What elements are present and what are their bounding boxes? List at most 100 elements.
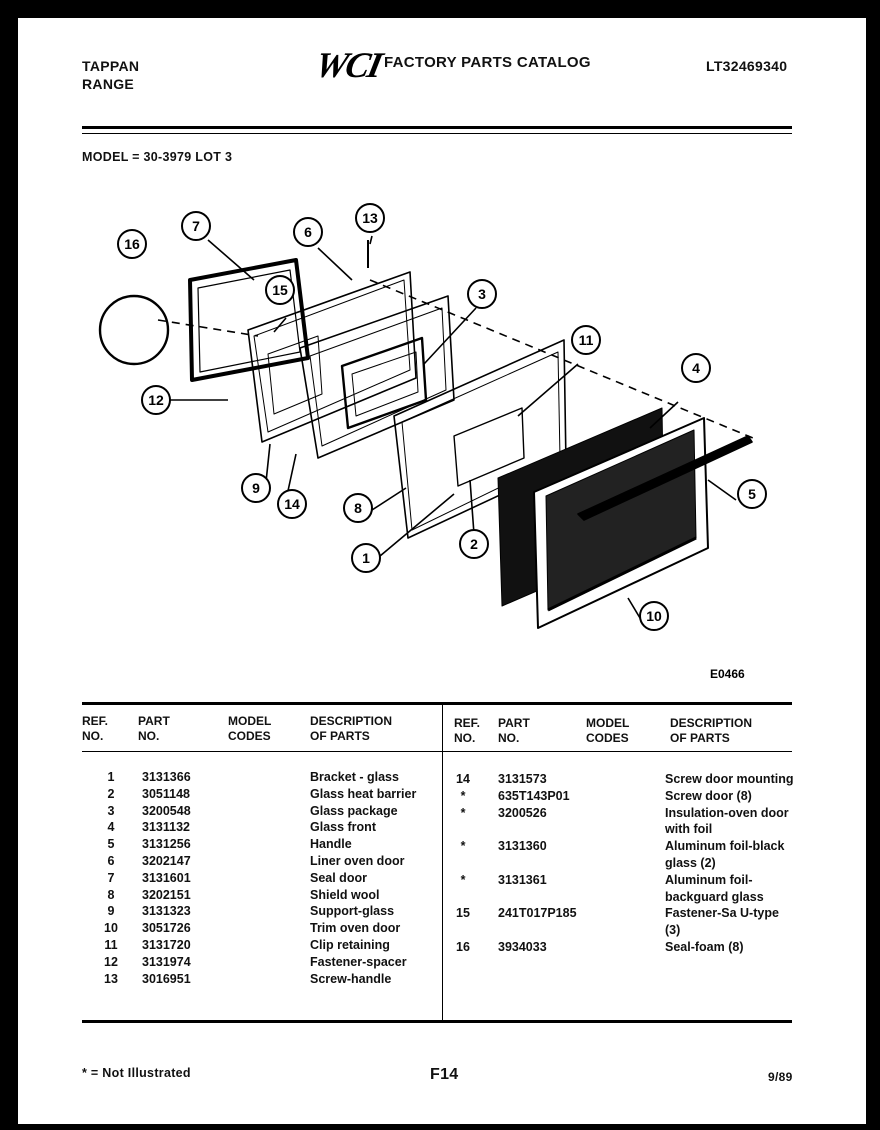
part-number: 3016951	[142, 971, 191, 986]
part-description: Insulation-oven door	[665, 805, 789, 820]
table-header-rule	[82, 751, 792, 752]
ref-number: 14	[456, 772, 470, 786]
ref-number: 12	[104, 954, 118, 969]
table-top-rule	[82, 702, 792, 705]
part-number: 3131256	[142, 837, 191, 852]
handle-part	[577, 435, 753, 521]
part-description: Seal-foam (8)	[665, 939, 744, 954]
callout-10-label: 10	[646, 608, 662, 624]
part-number: 3131573	[498, 772, 547, 786]
glass-package-part	[340, 336, 428, 430]
footnote: * = Not Illustrated	[82, 1066, 191, 1080]
callout-12-label: 12	[148, 392, 164, 408]
seal-foam-part	[98, 294, 170, 366]
left-ref-header: REF.NO.	[82, 714, 109, 743]
callout-5: 5	[737, 479, 767, 509]
callout-6-label: 6	[304, 224, 312, 240]
part-description: Aluminum foil-black	[665, 839, 785, 854]
part-description: Glass front	[310, 820, 376, 835]
callout-15-label: 15	[272, 282, 288, 298]
part-description: glass (2)	[665, 855, 716, 870]
part-number: 3200526	[498, 805, 547, 820]
callout-7-label: 7	[192, 218, 200, 234]
part-number: 3131323	[142, 904, 191, 919]
ref-number: 2	[107, 786, 115, 801]
assembly-line	[157, 279, 754, 439]
ref-number: 8	[107, 887, 115, 902]
part-description: (3)	[665, 923, 681, 938]
part-number: 3202147	[142, 853, 191, 868]
callout-12: 12	[141, 385, 171, 415]
callout-7: 7	[181, 211, 211, 241]
callout-8-label: 8	[354, 500, 362, 516]
exploded-door-diagram: 16 7 15 6 13 3 11 4 12 9 14 8 1 2 5 10 E…	[98, 203, 767, 681]
part-number: 241T017P185	[498, 906, 577, 921]
part-number: 3051148	[142, 786, 190, 801]
callout-11: 11	[571, 325, 601, 355]
part-description: Trim oven door	[310, 921, 401, 936]
part-number: 635T143P01	[498, 788, 570, 803]
ref-number: *	[460, 872, 466, 887]
table-divider	[442, 704, 443, 1022]
callout-13-label: 13	[362, 210, 378, 226]
callout-1: 1	[351, 543, 381, 573]
part-description: Bracket - glass	[310, 770, 399, 784]
callout-15: 15	[265, 275, 295, 305]
callout-16-label: 16	[124, 236, 140, 252]
part-number: 3934033	[498, 939, 547, 954]
ref-number: *	[460, 788, 466, 803]
diagram-code: E0466	[710, 667, 745, 681]
part-number: 3131361	[498, 872, 547, 887]
callout-4: 4	[681, 353, 711, 383]
part-number: 3200548	[142, 803, 191, 818]
callout-16: 16	[117, 229, 147, 259]
catalog-page: TAPPAN RANGE WCI FACTORY PARTS CATALOG L…	[18, 18, 866, 1124]
part-description: with foil	[665, 822, 713, 837]
callout-8: 8	[343, 493, 373, 523]
part-number: 3131720	[142, 937, 191, 952]
part-description: Seal door	[310, 870, 367, 885]
ref-number: 11	[104, 937, 118, 952]
catalog-number: LT32469340	[706, 58, 788, 74]
part-number: 3051726	[142, 921, 191, 936]
product-type: RANGE	[82, 76, 135, 92]
part-number: 3131601	[142, 870, 191, 885]
part-description: Fastener-Sa U-type	[665, 906, 779, 921]
ref-number: 13	[104, 971, 118, 986]
part-description: Clip retaining	[310, 937, 390, 952]
callout-2-label: 2	[470, 536, 478, 552]
ref-number: 15	[456, 906, 470, 921]
part-number: 3131360	[498, 839, 547, 854]
ref-number: 3	[107, 803, 115, 818]
part-description: Fastener-spacer	[310, 954, 407, 969]
right-ref-header: REF.NO.	[454, 716, 481, 745]
ref-number: 4	[107, 820, 115, 835]
callout-14-label: 14	[284, 496, 300, 512]
part-description: Glass package	[310, 803, 398, 818]
callout-11-label: 11	[579, 332, 594, 348]
callout-9: 9	[241, 473, 271, 503]
part-number: 3131366	[142, 770, 191, 784]
part-description: backguard glass	[665, 889, 764, 904]
callout-4-label: 4	[692, 360, 700, 376]
callout-3: 3	[467, 279, 497, 309]
model-line: MODEL = 30-3979 LOT 3	[82, 150, 233, 164]
header-rule	[82, 126, 792, 129]
callout-2: 2	[459, 529, 489, 559]
callout-13: 13	[355, 203, 385, 233]
shield-wool-part	[299, 295, 455, 459]
header-rule-thin	[82, 133, 792, 134]
part-description: Screw-handle	[310, 971, 392, 986]
callout-1-label: 1	[362, 550, 370, 566]
callout-6: 6	[293, 217, 323, 247]
callout-14: 14	[277, 489, 307, 519]
callout-9-label: 9	[252, 480, 260, 496]
part-number: 3202151	[142, 887, 191, 902]
ref-number: 6	[107, 853, 115, 868]
part-description: Support-glass	[310, 904, 395, 919]
liner-oven-door-part	[247, 271, 417, 443]
